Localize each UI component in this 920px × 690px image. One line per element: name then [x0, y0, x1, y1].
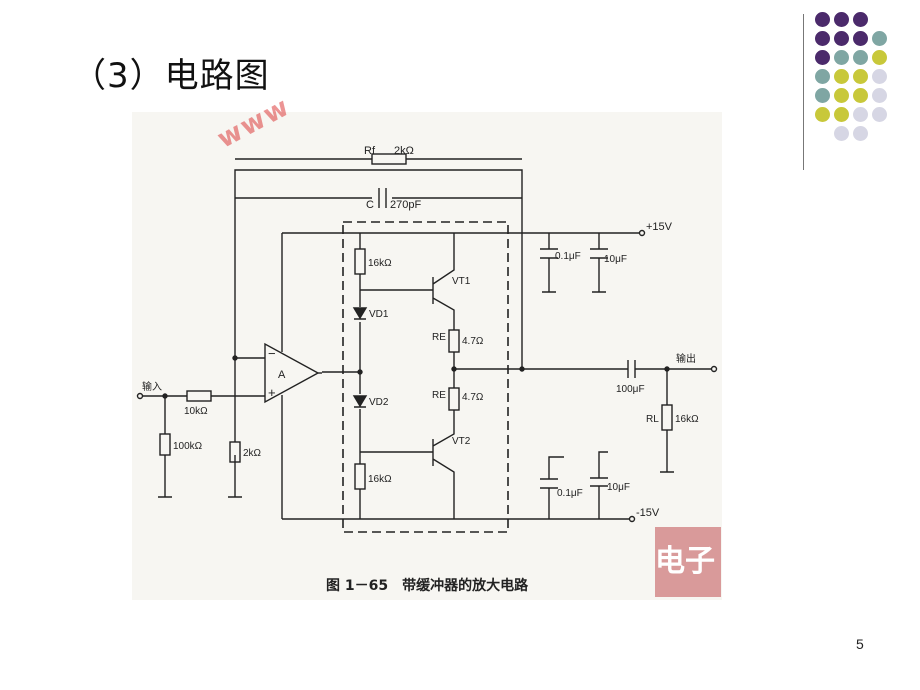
minus15-label: -15V: [636, 507, 660, 519]
input-terminal: [136, 392, 144, 400]
circuit-figure: Rf 2kΩ C 270pF +15V -15V 0.1μF 10μF 0.1μ…: [132, 112, 722, 600]
decorative-dot: [834, 12, 849, 27]
r-bot-bias: [354, 463, 366, 490]
opamp-minus: −: [268, 346, 276, 361]
re2-value: 4.7Ω: [462, 392, 484, 403]
page-number: 5: [856, 636, 864, 652]
decorative-dot: [853, 126, 868, 141]
rl-resistor: [661, 404, 673, 431]
minus15-terminal: [628, 515, 636, 523]
decorative-dot: [815, 88, 830, 103]
cap-bot-small-label: 0.1μF: [557, 488, 583, 499]
bias-to-bases: [360, 289, 433, 453]
r-in-gnd-label: 100kΩ: [173, 441, 203, 452]
decorative-dot: [872, 31, 887, 46]
decorative-dot: [872, 88, 887, 103]
decorative-dot-grid: [815, 12, 905, 152]
decorative-dot: [834, 107, 849, 122]
decorative-dot: [815, 50, 830, 65]
feedback-wire-outer: [234, 169, 523, 367]
opamp-plus: +: [268, 385, 276, 400]
r-fb-gnd-wire: [228, 358, 242, 498]
c-out-label: 100μF: [616, 384, 645, 395]
figure-caption: 图 1－65 带缓冲器的放大电路: [326, 578, 529, 594]
cap-top-small: [542, 233, 556, 293]
decorative-dot: [834, 69, 849, 84]
cap-bot-big-label: 10μF: [607, 482, 630, 493]
r-in-gnd-wire: [158, 396, 172, 498]
diode-vd2: [352, 395, 368, 408]
decorative-dot: [834, 31, 849, 46]
decorative-dot: [834, 88, 849, 103]
output-terminal: [710, 365, 718, 373]
diode-vd1: [352, 307, 368, 320]
cap-top-big: [592, 233, 606, 293]
decorative-dot: [815, 12, 830, 27]
opamp-symbol: [264, 342, 320, 404]
output-node-wire: [454, 367, 628, 370]
decorative-dot: [872, 107, 887, 122]
re1-resistor: [448, 329, 460, 353]
r-top-bias-label: 16kΩ: [368, 258, 392, 269]
vt2-label: VT2: [452, 436, 471, 447]
decorative-dot: [853, 88, 868, 103]
plus15-terminal: [638, 229, 646, 237]
decorative-dot: [853, 31, 868, 46]
decorative-dot: [853, 12, 868, 27]
r-fb-gnd: [229, 441, 241, 463]
decorative-dot: [853, 50, 868, 65]
re2-resistor: [448, 387, 460, 411]
decorative-dot: [853, 69, 868, 84]
input-label: 输入: [142, 380, 162, 393]
r-in-gnd: [159, 433, 171, 456]
circuit-diagram: Rf 2kΩ C 270pF +15V -15V 0.1μF 10μF 0.1μ…: [136, 145, 718, 533]
rf-value: 2kΩ: [394, 145, 414, 157]
decorative-dot: [853, 107, 868, 122]
r-fb-gnd-label: 2kΩ: [243, 448, 262, 459]
cap-bot-small: [548, 456, 564, 519]
watermark-stamp: 电子发: [655, 527, 721, 597]
vd1-label: VD1: [369, 309, 389, 320]
decorative-dot: [872, 69, 887, 84]
transistor-vt1: [432, 233, 455, 330]
decorative-dot: [815, 69, 830, 84]
r-in: [186, 390, 212, 402]
decorative-dot: [815, 31, 830, 46]
re1-label: RE: [432, 332, 446, 343]
cf-label: C: [366, 199, 374, 211]
re1-value: 4.7Ω: [462, 336, 484, 347]
r-bot-bias-label: 16kΩ: [368, 474, 392, 485]
transistor-vt2: [432, 410, 455, 519]
decorative-dot: [834, 126, 849, 141]
decorative-dot: [872, 50, 887, 65]
rl-value: 16kΩ: [675, 414, 699, 425]
cap-bot-big: [598, 451, 608, 519]
rf-label: Rf: [364, 145, 376, 157]
divider-line: [803, 14, 804, 170]
plus15-label: +15V: [646, 221, 673, 233]
decorative-dot: [834, 50, 849, 65]
cf-value: 270pF: [390, 199, 421, 211]
vt1-label: VT1: [452, 276, 471, 287]
decorative-dot: [815, 107, 830, 122]
cap-top-small-label: 0.1μF: [555, 251, 581, 262]
rl-label: RL: [646, 414, 659, 425]
opamp-label: A: [278, 369, 286, 381]
vd2-label: VD2: [369, 397, 389, 408]
rl-wire: [660, 369, 674, 473]
slide-title: （3）电路图: [72, 56, 270, 96]
output-label: 输出: [676, 352, 696, 365]
cap-top-big-label: 10μF: [604, 254, 627, 265]
r-in-label: 10kΩ: [184, 406, 208, 417]
r-top-bias: [354, 248, 366, 275]
re2-label: RE: [432, 390, 446, 401]
